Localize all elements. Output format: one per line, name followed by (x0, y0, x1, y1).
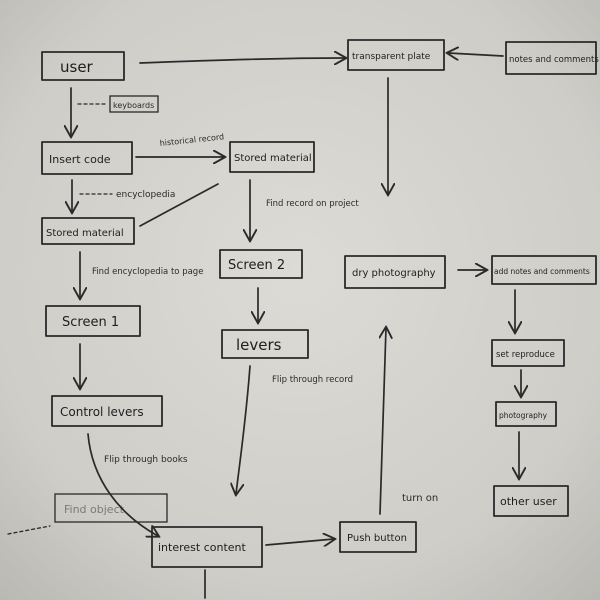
node-notes-and-comments-label: notes and comments (509, 55, 599, 65)
node-dry-photography-label: dry photography (352, 268, 436, 279)
node-interest-content: interest content (151, 526, 263, 568)
node-control-levers-box (51, 395, 163, 427)
node-control-levers-label: Control levers (60, 405, 144, 419)
node-screen-2: Screen 2 (219, 249, 303, 279)
node-add-notes-and-comments-label: add notes and comments (494, 267, 590, 276)
node-stored-material-left: Stored material (41, 217, 135, 245)
label-keyboards: keyboards (113, 101, 154, 110)
edge-control-levers-to-interest-content (87, 433, 158, 536)
node-push-button: Push button (339, 521, 417, 553)
node-push-button-label: Push button (347, 533, 407, 544)
node-levers-box (221, 329, 309, 359)
node-add-notes-and-comments-box (491, 255, 597, 285)
node-screen-1-box (45, 305, 141, 337)
label-encyclopedia: encyclopedia (116, 190, 175, 200)
node-add-notes-and-comments: add notes and comments (491, 255, 597, 285)
node-other-user-label: other user (500, 495, 557, 508)
node-stored-material-left-label: Stored material (46, 228, 124, 239)
edge-left-dangling (7, 525, 51, 535)
label-find-record: Find record on project (266, 199, 359, 209)
node-levers-label: levers (236, 336, 282, 354)
node-photography-box (495, 401, 557, 427)
node-stored-material-mid-box (229, 141, 315, 173)
node-transparent-plate: transparent plate (347, 39, 445, 71)
node-control-levers: Control levers (51, 395, 163, 427)
node-transparent-plate-box (347, 39, 445, 71)
edge-notes-to-transparent-plate (448, 53, 504, 56)
node-user-label: user (60, 58, 94, 76)
node-insert-code: Insert code (41, 141, 133, 175)
node-levers: levers (221, 329, 309, 359)
node-notes-and-comments: notes and comments (505, 41, 599, 75)
node-dry-photography-box (344, 255, 446, 289)
edge-push-button-to-dry-photography (380, 328, 386, 515)
node-other-user: other user (493, 485, 569, 517)
node-interest-content-box (151, 526, 263, 568)
node-insert-code-box (41, 141, 133, 175)
label-flip-through-record: Flip through record (272, 375, 353, 385)
node-set-reproduce-label: set reproduce (496, 350, 555, 360)
node-set-reproduce: set reproduce (491, 339, 565, 367)
node-screen-1-label: Screen 1 (62, 315, 119, 330)
node-stored-material-mid-label: Stored material (234, 153, 312, 164)
node-stored-material-left-box (41, 217, 135, 245)
edge-levers-to-interest-content (236, 365, 251, 494)
node-insert-code-label: Insert code (49, 153, 111, 166)
node-push-button-box (339, 521, 417, 553)
node-photography-label: photography (499, 411, 548, 420)
edge-stored-material-mid-to-left (139, 183, 219, 227)
label-find-encyclopedia: Find encyclopedia to page (92, 267, 203, 277)
node-find-object-faint-label: Find object (64, 503, 125, 516)
node-user-box (41, 51, 125, 81)
node-notes-and-comments-box (505, 41, 597, 75)
label-keyboards-box (109, 95, 159, 113)
edge-user-to-transparent-plate (139, 58, 345, 63)
node-screen-1: Screen 1 (45, 305, 141, 337)
node-set-reproduce-box (491, 339, 565, 367)
node-photography: photography (495, 401, 557, 427)
node-interest-content-label: interest content (158, 541, 246, 554)
label-turn-on: turn on (402, 493, 438, 504)
edge-interest-content-to-push-button (265, 539, 334, 545)
label-flip-through-books: Flip through books (104, 455, 188, 465)
node-screen-2-box (219, 249, 303, 279)
node-user: user (41, 51, 125, 81)
node-dry-photography: dry photography (344, 255, 446, 289)
node-screen-2-label: Screen 2 (228, 258, 285, 273)
node-other-user-box (493, 485, 569, 517)
node-stored-material-mid: Stored material (229, 141, 315, 173)
node-transparent-plate-label: transparent plate (352, 52, 431, 62)
